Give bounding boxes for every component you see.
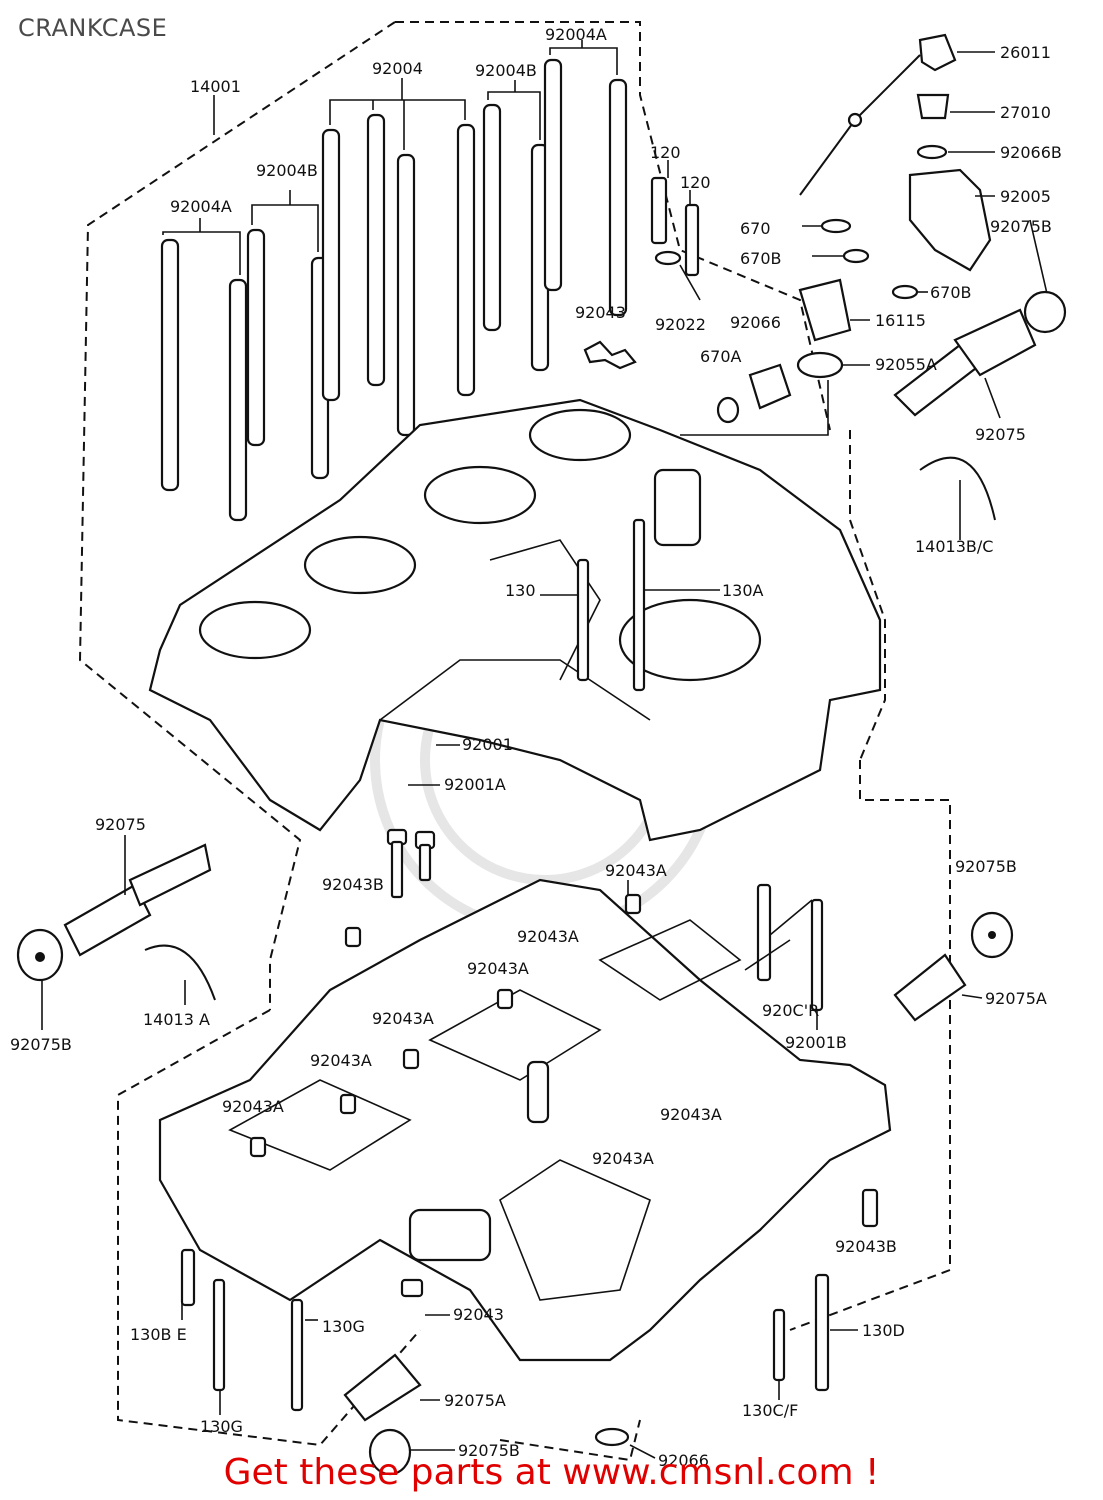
callout-92043A-1: 92043A bbox=[605, 861, 667, 880]
callout-130BE: 130B E bbox=[130, 1325, 187, 1344]
stud-set-92004 bbox=[160, 58, 628, 522]
callout-92075-top: 92075 bbox=[975, 425, 1026, 444]
callout-120-a: 120 bbox=[650, 143, 681, 162]
shaft-92075-left bbox=[16, 835, 216, 1030]
lower-crankcase bbox=[158, 878, 892, 1362]
bolt-130 bbox=[540, 518, 720, 692]
callout-92043A-2: 92043A bbox=[517, 927, 579, 946]
callout-92043A-7: 92043A bbox=[660, 1105, 722, 1124]
upper-crankcase bbox=[148, 398, 882, 842]
bottom-shaft-92075A bbox=[343, 1353, 656, 1476]
callout-670A: 670A bbox=[700, 347, 742, 366]
callout-670B-a: 670B bbox=[740, 249, 782, 268]
callout-92043A-5: 92043A bbox=[310, 1051, 372, 1070]
callout-92075A-right: 92075A bbox=[985, 989, 1047, 1008]
callout-92004B-b: 92004B bbox=[256, 161, 318, 180]
shaft-92075-top bbox=[893, 290, 1067, 419]
callout-92043A-3: 92043A bbox=[467, 959, 529, 978]
stud-callout-lines bbox=[162, 40, 618, 275]
callout-92043B-a: 92043B bbox=[322, 875, 384, 894]
bolts-920CR bbox=[744, 883, 824, 1030]
callout-92043B-b: 92043B bbox=[835, 1237, 897, 1256]
callout-92004: 92004 bbox=[372, 59, 423, 78]
callout-92075B-right: 92075B bbox=[955, 857, 1017, 876]
callout-920CR: 920C'R bbox=[762, 1001, 819, 1020]
callout-130G-b: 130G bbox=[200, 1417, 243, 1436]
callout-92075B-bottom: 92075B bbox=[458, 1441, 520, 1460]
callout-130A: 130A bbox=[722, 581, 764, 600]
callout-92022: 92022 bbox=[655, 315, 706, 334]
callout-92001B: 92001B bbox=[785, 1033, 847, 1052]
callout-92043A-6: 92043A bbox=[222, 1097, 284, 1116]
callout-14001: 14001 bbox=[190, 77, 241, 96]
callout-92075A-bottom: 92075A bbox=[444, 1391, 506, 1410]
callout-130CF: 130C/F bbox=[742, 1401, 798, 1420]
callout-92004A-a: 92004A bbox=[545, 25, 607, 44]
oil-level-parts bbox=[680, 33, 1049, 436]
callout-labels: 26011 27010 92066B 92005 92075B 670 670B… bbox=[10, 25, 1062, 1470]
callout-92066-bottom: 92066 bbox=[658, 1451, 709, 1470]
callout-14013A: 14013 A bbox=[143, 1010, 210, 1029]
dowels-92043 bbox=[249, 880, 879, 1316]
callout-92066B: 92066B bbox=[1000, 143, 1062, 162]
callout-92075B-left: 92075B bbox=[10, 1035, 72, 1054]
assembly-outline-upper bbox=[78, 21, 886, 1010]
callout-92075-left: 92075 bbox=[95, 815, 146, 834]
shaft-92075A-right bbox=[893, 911, 1014, 1022]
callout-27010: 27010 bbox=[1000, 103, 1051, 122]
callout-92043-bottom: 92043 bbox=[453, 1305, 504, 1324]
callout-92005: 92005 bbox=[1000, 187, 1051, 206]
callout-92004B-a: 92004B bbox=[475, 61, 537, 80]
callout-92055A: 92055A bbox=[875, 355, 937, 374]
callout-670: 670 bbox=[740, 219, 771, 238]
callout-92001A: 92001A bbox=[444, 775, 506, 794]
page-title: CRANKCASE bbox=[18, 14, 168, 42]
callout-14013B: 14013B/C bbox=[915, 537, 993, 556]
bolt-92001 bbox=[386, 744, 460, 899]
callout-120-b: 120 bbox=[680, 173, 711, 192]
callout-130D: 130D bbox=[862, 1321, 905, 1340]
callout-26011: 26011 bbox=[1000, 43, 1051, 62]
callout-92004A-b: 92004A bbox=[170, 197, 232, 216]
callout-130: 130 bbox=[505, 581, 536, 600]
callout-92001: 92001 bbox=[462, 735, 513, 754]
footer-link[interactable]: Get these parts at www.cmsnl.com ! bbox=[223, 1452, 880, 1493]
callout-92043A-4: 92043A bbox=[372, 1009, 434, 1028]
callout-670B-b: 670B bbox=[930, 283, 972, 302]
bottom-bolts bbox=[180, 1248, 858, 1415]
callout-92043A-8: 92043A bbox=[592, 1149, 654, 1168]
bolts-120 bbox=[583, 160, 701, 370]
callout-92043-top: 92043 bbox=[575, 303, 626, 322]
callout-130G-a: 130G bbox=[322, 1317, 365, 1336]
callout-92075B-top: 92075B bbox=[990, 217, 1052, 236]
seal-14013B bbox=[919, 456, 996, 540]
callout-92066: 92066 bbox=[730, 313, 781, 332]
callout-16115: 16115 bbox=[875, 311, 926, 330]
